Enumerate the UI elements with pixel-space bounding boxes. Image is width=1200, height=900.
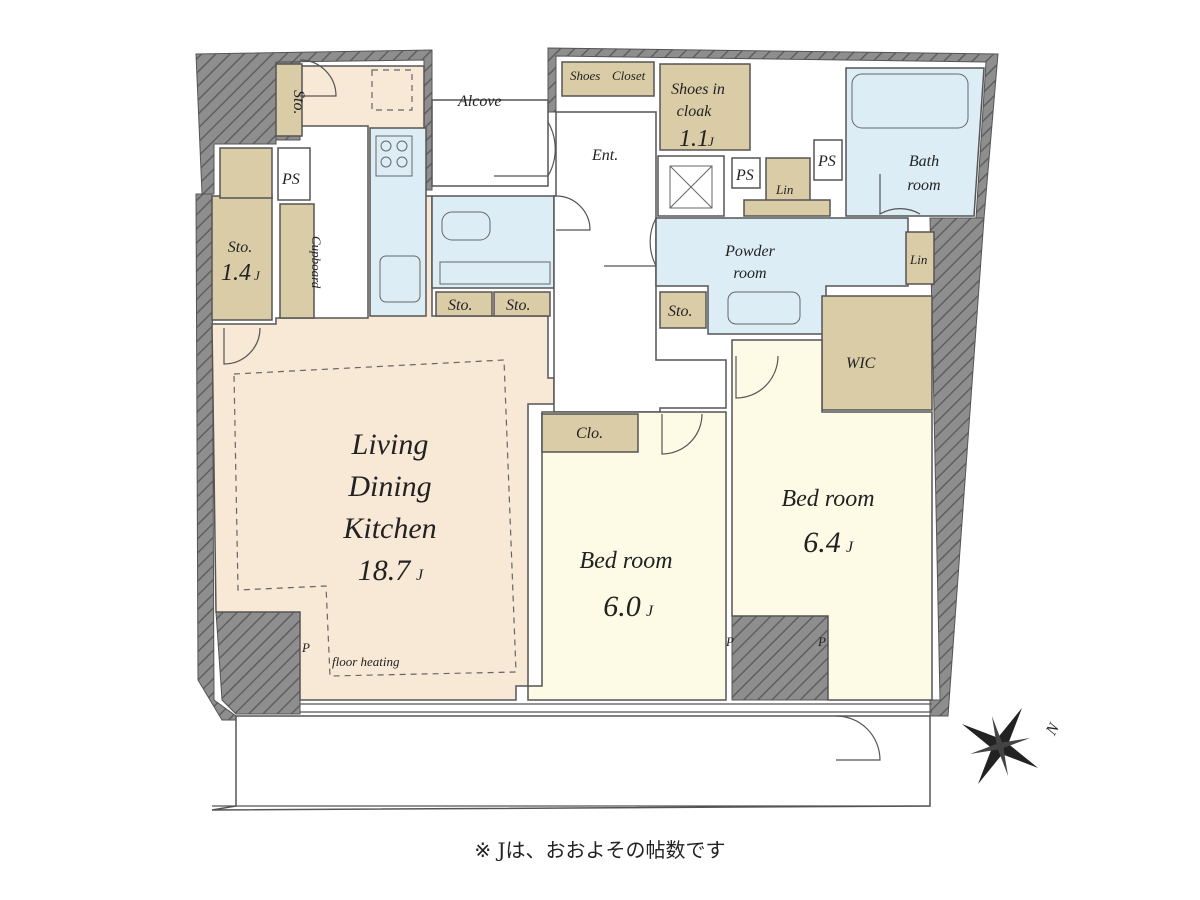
alcove-label: Alcove [457, 93, 502, 110]
bed2-name: Bed room [781, 486, 874, 512]
shoes-in-cloak-label-1: Shoes in [671, 81, 725, 98]
bath-label-2: room [907, 177, 940, 194]
ps-left [277, 147, 311, 201]
p-label-left: P [301, 640, 310, 655]
shoes-in-cloak-unit: J [708, 134, 715, 149]
ldk-unit: J [416, 567, 424, 584]
closet-bed1-label: Clo. [576, 425, 603, 442]
ps-left-label: PS [281, 171, 300, 188]
sto-toilet-b [493, 291, 551, 317]
compass-rose [961, 707, 1039, 785]
kitchen-counter [369, 127, 427, 317]
bed2-unit: J [846, 539, 854, 556]
ps-center-label: PS [735, 167, 754, 184]
shoes-label: Shoes [570, 68, 600, 83]
closet-bed1 [541, 413, 639, 453]
bedroom-2 [731, 339, 933, 701]
sto-large-room [211, 195, 273, 321]
wic [821, 295, 933, 411]
shoes-closet [561, 61, 655, 97]
area-note: ※ Jは、おおよその帖数です [474, 838, 726, 862]
sto-top-label: Sto. [290, 90, 307, 114]
compass-north-label: N [1042, 719, 1063, 739]
ps-right-label: PS [817, 153, 836, 170]
ps-right [813, 139, 843, 181]
ldk-label-1: Living [351, 428, 429, 461]
bed1-size: 6.0 [603, 590, 641, 623]
sto-powder-label: Sto. [668, 303, 692, 320]
sto-toilet-a [435, 291, 493, 317]
sto-large-label: Sto. [228, 239, 252, 256]
shoes-in-cloak [659, 63, 751, 151]
wic-label: WIC [846, 355, 876, 372]
lin-right [905, 231, 935, 285]
bed1-unit: J [646, 603, 654, 620]
shoes-in-cloak-label-2: cloak [677, 103, 713, 120]
bedroom-1 [527, 411, 727, 701]
lin-center-label: Lin [775, 182, 793, 197]
closet-label: Closet [612, 68, 646, 83]
cupboard-label: Cupboard [309, 236, 324, 289]
ldk-label-2: Dining [347, 470, 431, 503]
sto-top [275, 63, 303, 137]
cupboard [279, 203, 315, 319]
sto-large-size: 1.4 [221, 260, 251, 286]
shoes-in-cloak-size: 1.1 [679, 126, 709, 152]
alcove [431, 99, 549, 187]
ldk-size: 18.7 [358, 554, 413, 587]
sto-large-unit: J [254, 268, 261, 283]
lin-right-label: Lin [909, 252, 927, 267]
bath-label-1: Bath [909, 153, 939, 170]
floor-heating-label: floor heating [332, 654, 400, 669]
ps-center [731, 157, 761, 189]
ldk-label-3: Kitchen [342, 512, 436, 545]
balcony [211, 715, 931, 811]
powder-label-2: room [733, 265, 766, 282]
door-swings [223, 59, 921, 761]
bed2-size: 6.4 [803, 526, 841, 559]
powder-label-1: Powder [724, 243, 776, 260]
p-label-center: P [725, 634, 734, 649]
ldk-furniture-outline [233, 359, 517, 677]
sto-powder [659, 291, 707, 329]
ent-label: Ent. [591, 147, 618, 164]
p-label-right: P [817, 634, 826, 649]
bed1-name: Bed room [579, 548, 672, 574]
sto-toilet-a-label: Sto. [448, 297, 472, 314]
sto-toilet-b-label: Sto. [506, 297, 530, 314]
toilet-room [431, 195, 555, 289]
